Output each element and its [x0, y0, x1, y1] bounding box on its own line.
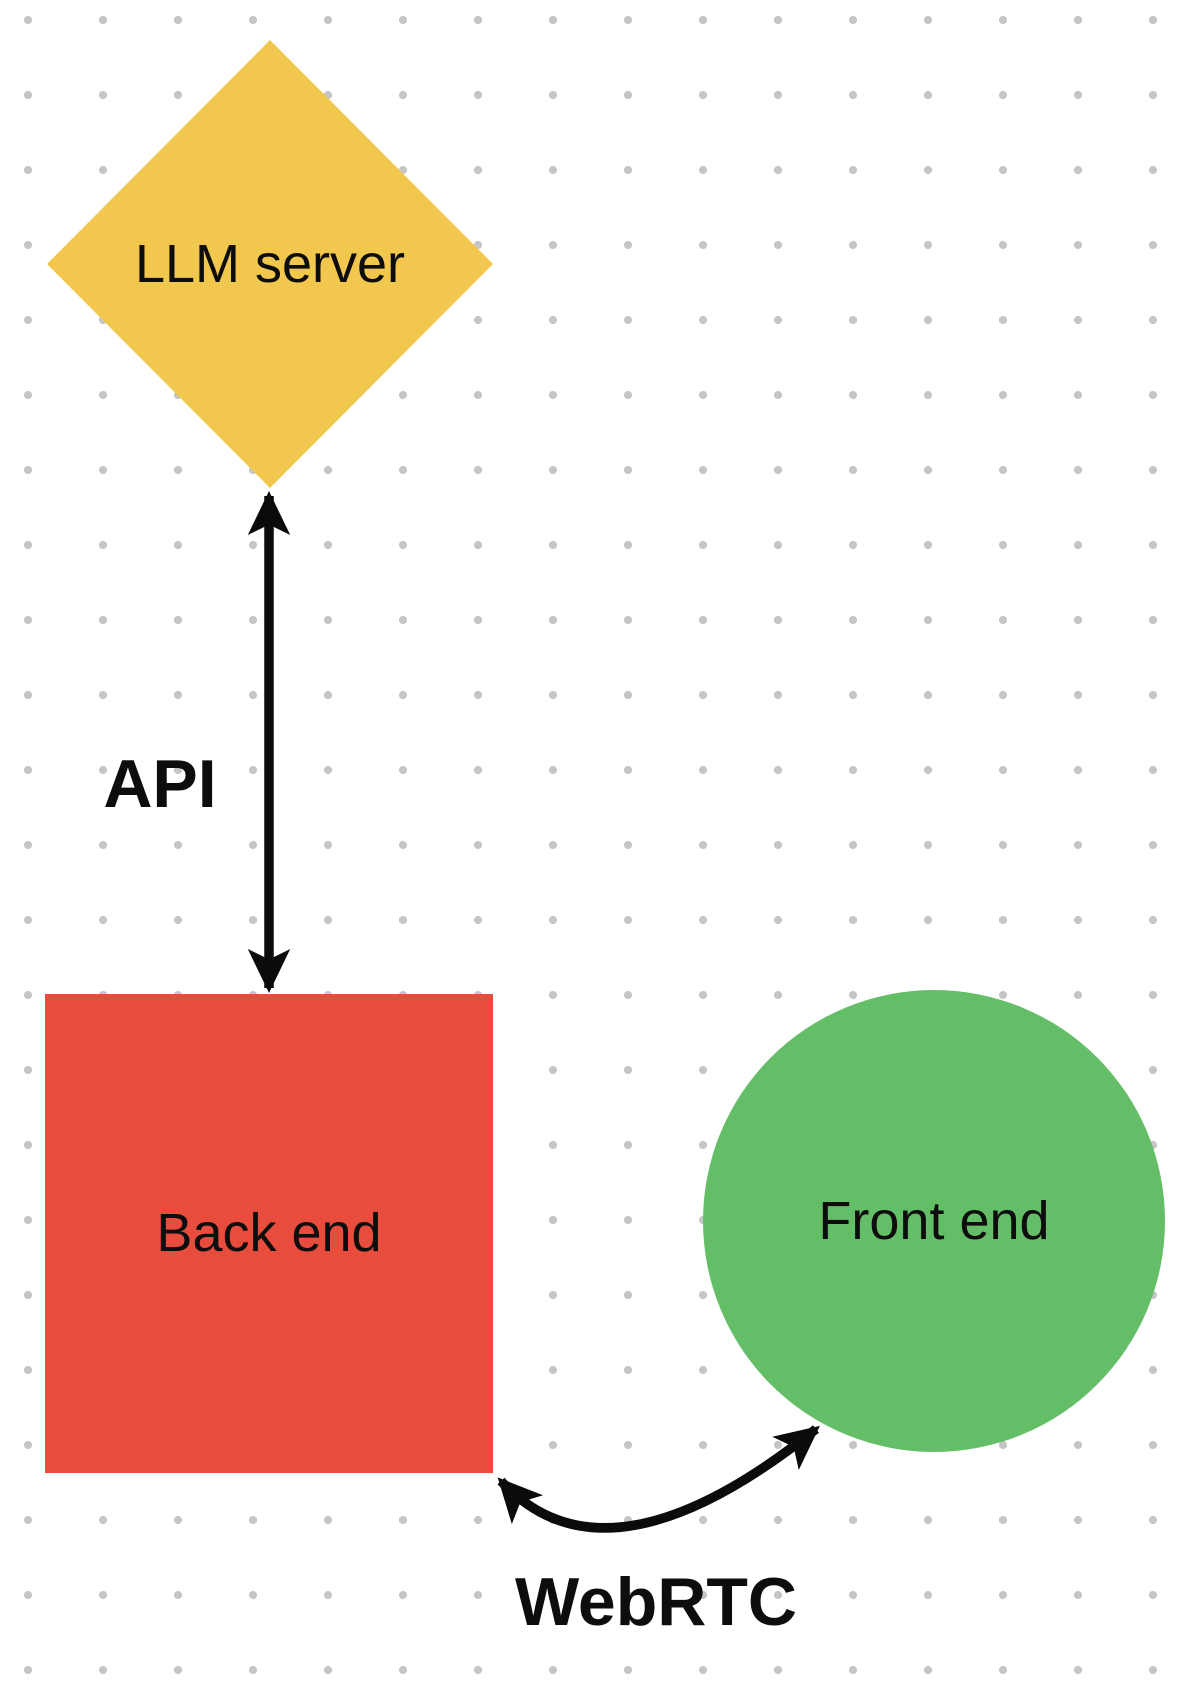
webrtc-connector-label[interactable]: WebRTC	[514, 1564, 798, 1640]
frontend-node-label[interactable]: Front end	[818, 1190, 1050, 1251]
webrtc-connector-arrow[interactable]	[497, 1425, 820, 1533]
llm-server-node-label[interactable]: LLM server	[134, 233, 406, 294]
frontend-node[interactable]: Front end	[703, 990, 1165, 1452]
backend-node[interactable]: Back end	[45, 994, 493, 1473]
backend-node-label[interactable]: Back end	[156, 1203, 382, 1264]
api-connector-label[interactable]: API	[103, 746, 217, 822]
